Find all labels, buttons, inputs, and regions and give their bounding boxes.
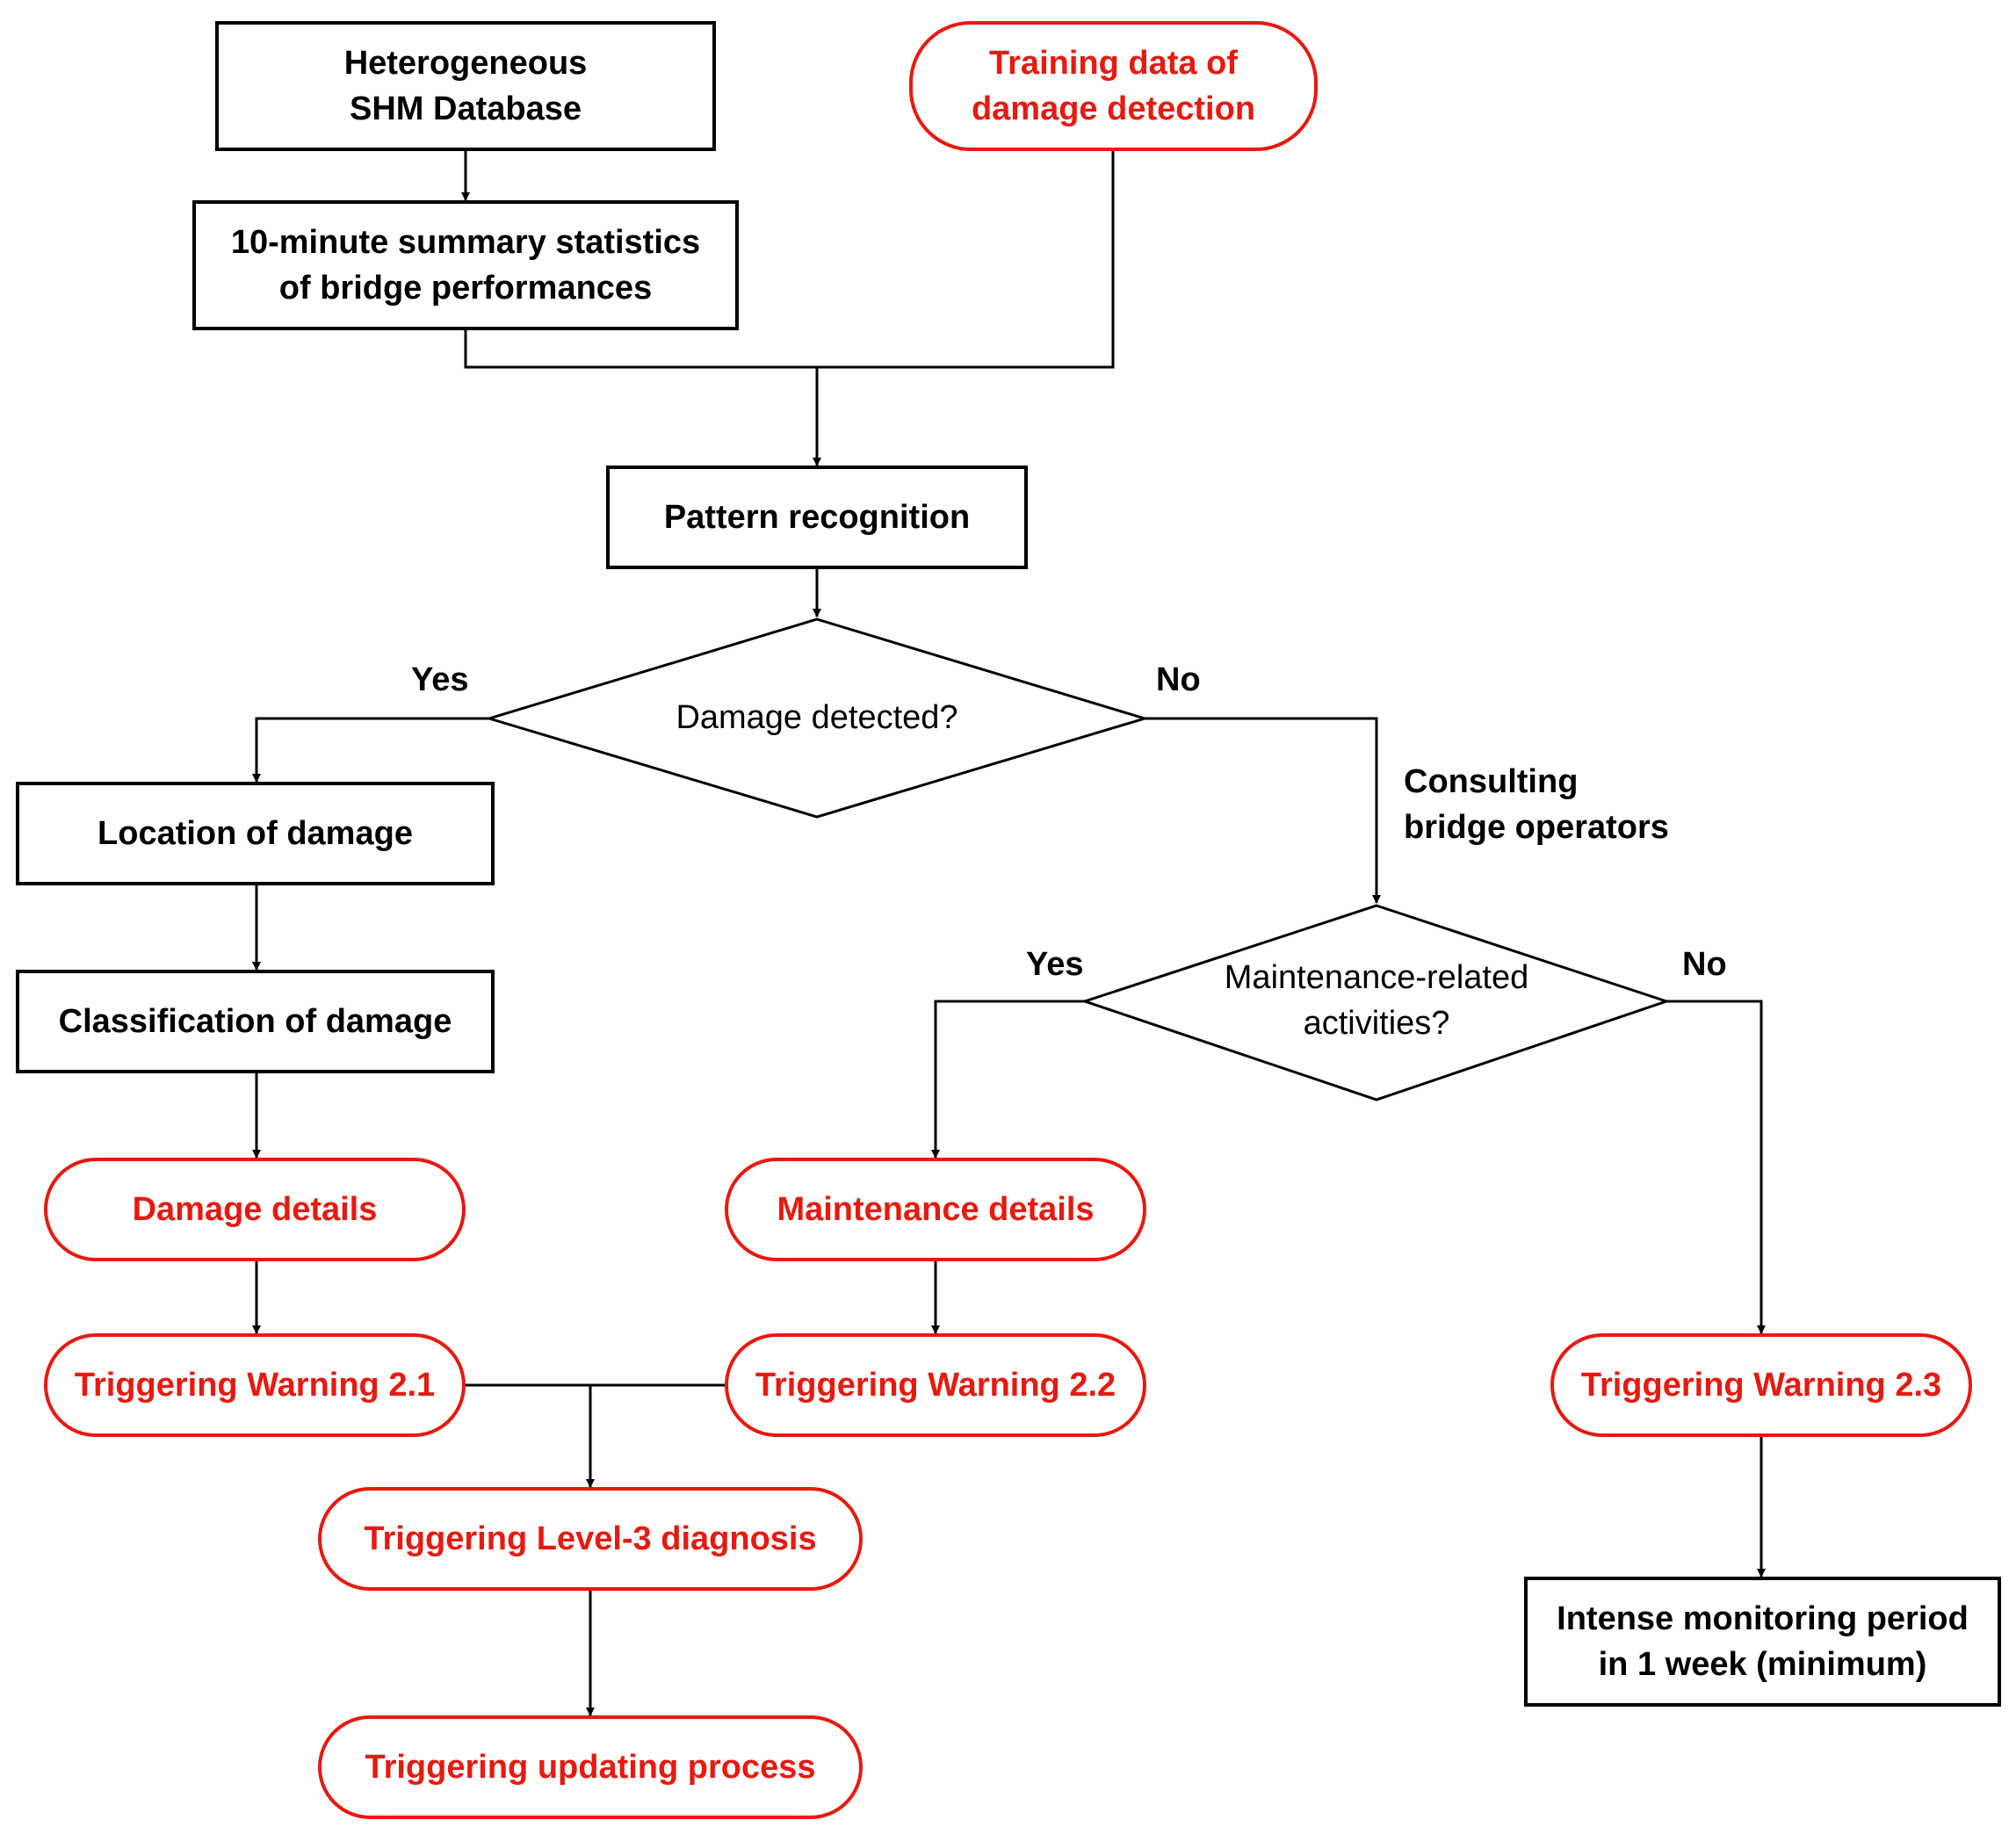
maintenance-yes-label: Yes <box>1026 946 1084 983</box>
intense-monitoring-box: Intense monitoring period in 1 week (min… <box>1524 1577 2001 1707</box>
damage-detected-diamond <box>484 617 1150 819</box>
intense-monitoring-label: Intense monitoring period in 1 week (min… <box>1557 1599 1969 1683</box>
edge-maintenance-yes <box>931 1000 1085 1159</box>
maintenance-details-label: Maintenance details <box>777 1190 1095 1228</box>
location-of-damage-box: Location of damage <box>16 782 495 885</box>
pattern-recognition-label: Pattern recognition <box>663 498 971 536</box>
edge-summary-to-merge <box>464 151 1115 369</box>
location-of-damage-label: Location of damage <box>98 814 413 852</box>
warning-2-3-label: Triggering Warning 2.3 <box>1580 1366 1942 1404</box>
training-data-label: Training data of damage detection <box>971 44 1256 127</box>
damage-detected-label: Damage detected? <box>676 699 958 736</box>
warning-2-1-label: Triggering Warning 2.1 <box>74 1366 436 1404</box>
warning-2-2-box: Triggering Warning 2.2 <box>725 1333 1146 1437</box>
shm-database-label: Heterogeneous SHM Database <box>343 44 588 127</box>
damage-details-box: Damage details <box>44 1158 466 1261</box>
updating-process-box: Triggering updating process <box>318 1715 863 1819</box>
summary-statistics-label: 10-minute summary statistics of bridge p… <box>230 223 701 307</box>
edge-damage-no <box>1145 717 1381 904</box>
damage-no-label: No <box>1156 661 1201 698</box>
warning-2-3-box: Triggering Warning 2.3 <box>1550 1333 1972 1437</box>
classification-of-damage-label: Classification of damage <box>58 1002 452 1040</box>
edge-damage-yes <box>252 717 489 783</box>
maintenance-no-label: No <box>1682 946 1727 983</box>
warning-2-1-box: Triggering Warning 2.1 <box>44 1333 466 1437</box>
classification-of-damage-box: Classification of damage <box>16 970 495 1073</box>
maintenance-activities-label: Maintenance-related activities? <box>1224 959 1529 1043</box>
maintenance-details-box: Maintenance details <box>725 1158 1146 1261</box>
edge-maintenance-no <box>1666 1000 1766 1334</box>
level-3-diagnosis-box: Triggering Level-3 diagnosis <box>318 1487 863 1591</box>
level-3-diagnosis-label: Triggering Level-3 diagnosis <box>364 1520 817 1557</box>
shm-database-box: Heterogeneous SHM Database <box>215 21 716 151</box>
updating-process-label: Triggering updating process <box>365 1748 816 1786</box>
pattern-recognition-box: Pattern recognition <box>606 466 1028 569</box>
damage-yes-label: Yes <box>411 661 469 698</box>
warning-2-2-label: Triggering Warning 2.2 <box>755 1366 1116 1404</box>
consulting-operators-label: Consulting bridge operators <box>1404 763 1669 847</box>
maintenance-diamond <box>1080 904 1671 1101</box>
training-data-box: Training data of damage detection <box>909 21 1318 151</box>
summary-statistics-box: 10-minute summary statistics of bridge p… <box>192 200 739 330</box>
damage-details-label: Damage details <box>132 1190 378 1228</box>
